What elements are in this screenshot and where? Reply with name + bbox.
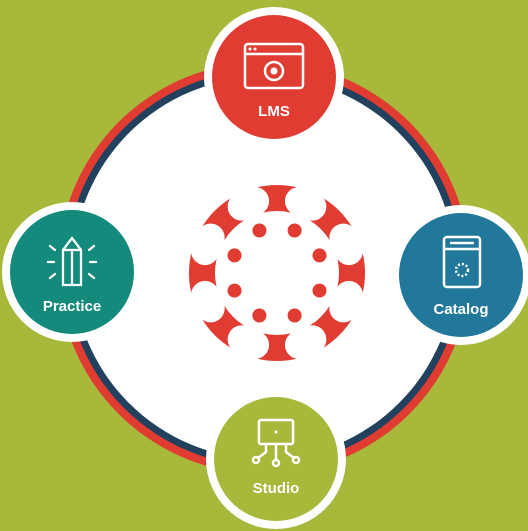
logo-segment	[202, 305, 245, 348]
canvas-logo-icon	[189, 184, 366, 361]
node-lms[interactable]	[204, 7, 344, 147]
logo-dot	[287, 223, 302, 238]
logo-segment	[189, 253, 217, 293]
logo-dot	[227, 283, 242, 298]
logo-dot	[287, 308, 302, 323]
crystal-sparkle-icon	[46, 236, 98, 287]
logo-dot	[312, 248, 327, 263]
center-disc	[73, 77, 455, 459]
logo-dot	[252, 223, 267, 238]
logo-segment	[309, 305, 352, 348]
node-practice[interactable]	[2, 202, 142, 342]
logo-dot	[252, 308, 267, 323]
browser-window-logo-icon	[243, 42, 305, 90]
logo-segment	[257, 184, 297, 213]
node-studio[interactable]	[206, 389, 346, 529]
logo-dot	[312, 283, 327, 298]
logo-dot	[227, 248, 242, 263]
node-catalog[interactable]	[391, 205, 528, 345]
logo-segment	[309, 198, 352, 241]
logo-segment	[257, 333, 297, 361]
logo-segment	[337, 253, 366, 293]
book-logo-icon	[442, 235, 482, 289]
screen-circuit-icon	[251, 418, 301, 468]
logo-segment	[202, 198, 245, 241]
